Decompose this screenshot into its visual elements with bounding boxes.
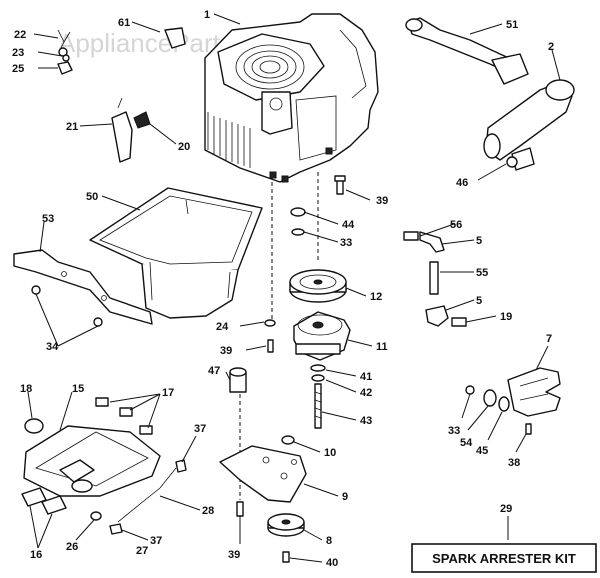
label-37-upper: 37 — [194, 423, 206, 435]
label-1: 1 — [204, 9, 210, 21]
part-40-nut — [282, 551, 290, 563]
part-47-spacer — [229, 367, 247, 393]
part-23-washer — [62, 54, 70, 62]
part-10-bushing — [281, 435, 295, 445]
part-8-idler-pulley — [267, 513, 305, 537]
engine-assembly — [204, 13, 379, 183]
part-43-bolt — [314, 383, 322, 429]
leader-lines — [27, 13, 561, 563]
part-21-20-throttle-bracket — [111, 97, 151, 163]
part-7-spark-arrester-bracket — [507, 367, 561, 417]
label-21: 21 — [66, 121, 78, 133]
label-24: 24 — [216, 321, 229, 333]
label-39-middle: 39 — [220, 345, 232, 357]
label-42: 42 — [360, 387, 372, 399]
spark-arrester-kit-box — [411, 543, 597, 573]
label-28: 28 — [202, 505, 214, 517]
part-54-screen — [483, 389, 497, 407]
label-40: 40 — [326, 557, 338, 569]
label-16: 16 — [30, 549, 42, 561]
label-39-upper: 39 — [376, 195, 388, 207]
part-15-air-cleaner-base — [23, 425, 161, 497]
label-2: 2 — [548, 41, 554, 53]
label-33-center: 33 — [340, 237, 352, 249]
label-23: 23 — [12, 47, 24, 59]
label-50: 50 — [86, 191, 98, 203]
part-18-knob — [24, 418, 44, 434]
label-56: 56 — [450, 219, 462, 231]
label-46: 46 — [456, 177, 468, 189]
label-54: 54 — [460, 437, 473, 449]
part-28-hose — [117, 467, 177, 523]
label-27: 27 — [136, 545, 148, 557]
label-53: 53 — [42, 213, 54, 225]
part-33-washer-right — [465, 385, 475, 395]
part-25-nut — [57, 61, 73, 75]
part-38-screw — [525, 423, 532, 435]
part-33-washer — [291, 228, 305, 236]
label-51: 51 — [506, 19, 518, 31]
part-22-spring-clip — [57, 29, 71, 57]
label-47: 47 — [208, 365, 220, 377]
label-19: 19 — [500, 311, 512, 323]
part-55-fuel-filter — [429, 261, 439, 295]
part-number-labels: 1 2 5 5 7 8 9 10 11 12 15 16 17 18 19 20… — [12, 9, 554, 569]
part-37-clamp-upper — [175, 459, 187, 473]
label-22: 22 — [14, 29, 26, 41]
label-11: 11 — [376, 341, 388, 353]
label-20: 20 — [178, 141, 190, 153]
label-5-lower: 5 — [476, 295, 482, 307]
label-44: 44 — [342, 219, 355, 231]
part-45-gasket — [498, 396, 510, 412]
part-11-electric-clutch — [293, 311, 351, 361]
label-41: 41 — [360, 371, 372, 383]
spark-arrester-kit-label: SPARK ARRESTER KIT — [432, 551, 576, 566]
part-39-bolt-upper — [334, 175, 346, 195]
part-12-pulley — [289, 269, 347, 303]
label-7: 7 — [546, 333, 552, 345]
label-43: 43 — [360, 415, 372, 427]
label-17: 17 — [162, 387, 174, 399]
label-34: 34 — [46, 341, 59, 353]
label-18: 18 — [20, 383, 32, 395]
part-5-hose-clamp-lower — [425, 305, 449, 327]
part-42-washer — [311, 374, 325, 382]
label-10: 10 — [324, 447, 336, 459]
label-5-upper: 5 — [476, 235, 482, 247]
part-9-idler-bracket — [219, 445, 307, 503]
label-29: 29 — [500, 503, 512, 515]
part-41-washer — [310, 364, 326, 372]
label-33-right: 33 — [448, 425, 460, 437]
muffler-assembly — [405, 17, 575, 171]
label-26: 26 — [66, 541, 78, 553]
label-61: 61 — [118, 17, 130, 29]
label-12: 12 — [370, 291, 382, 303]
part-39-bolt-middle — [267, 339, 274, 353]
part-19-fitting — [451, 317, 467, 327]
part-56-fuel-fitting — [403, 231, 445, 253]
label-39-lower: 39 — [228, 549, 240, 561]
part-16-filters — [21, 487, 67, 515]
part-26-clamp — [90, 511, 102, 521]
label-9: 9 — [342, 491, 348, 503]
engine-mount-bracket — [13, 249, 153, 327]
part-44-washer — [290, 207, 306, 217]
label-45: 45 — [476, 445, 488, 457]
label-37-lower: 37 — [150, 535, 162, 547]
label-55: 55 — [476, 267, 488, 279]
label-15: 15 — [72, 383, 84, 395]
part-61-bracket — [164, 27, 186, 49]
part-17-pads — [95, 397, 153, 435]
label-8: 8 — [326, 535, 332, 547]
part-24-washer — [264, 319, 276, 327]
label-38: 38 — [508, 457, 520, 469]
part-27-clip — [109, 523, 123, 535]
part-39-bolt-lower — [236, 501, 244, 517]
engine-base-pan — [89, 187, 263, 319]
label-25: 25 — [12, 63, 24, 75]
